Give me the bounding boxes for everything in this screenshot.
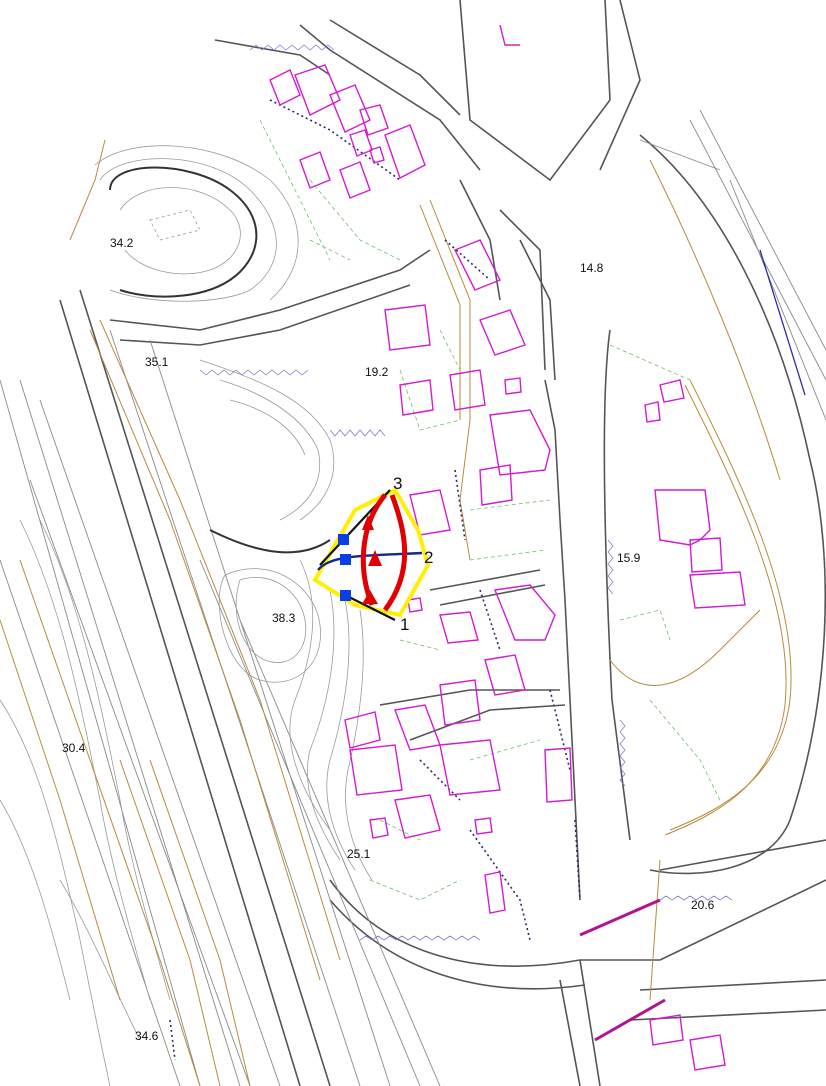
elevation-label: 19.2 [365, 365, 389, 379]
section-label-1: 1 [400, 615, 409, 634]
measure-point-middle [340, 554, 351, 565]
elevation-label: 15.9 [617, 551, 641, 565]
slope-edges [0, 139, 792, 1086]
scarp-markers [362, 515, 382, 604]
measure-point-lower [340, 590, 351, 601]
elevation-label: 20.6 [691, 898, 715, 912]
section-label-3: 3 [393, 474, 402, 493]
elevation-label: 14.8 [580, 261, 604, 275]
elevation-label: 34.2 [110, 236, 134, 250]
landslide-block-outline [312, 487, 431, 618]
scarp-lines [360, 493, 408, 612]
retaining-walls [169, 99, 581, 1061]
bridge [579, 898, 666, 1042]
section-label-2: 2 [424, 548, 433, 567]
scarp-arrow-north [362, 515, 374, 530]
scarp-arrow-south [362, 590, 378, 604]
zigzag-boundaries [199, 44, 733, 941]
measure-point-upper [338, 534, 349, 545]
buildings [269, 24, 746, 1071]
elevation-label: 35.1 [145, 355, 169, 369]
elevation-label: 30.4 [62, 741, 86, 755]
scarp-arrow-middle [368, 550, 382, 566]
parcel-boundaries [259, 119, 721, 901]
elevation-label: 25.1 [347, 847, 371, 861]
contour-lines [0, 145, 373, 1086]
measurement-points [338, 534, 351, 601]
elevation-label: 38.3 [272, 611, 296, 625]
elevation-label: 34.6 [135, 1029, 159, 1043]
